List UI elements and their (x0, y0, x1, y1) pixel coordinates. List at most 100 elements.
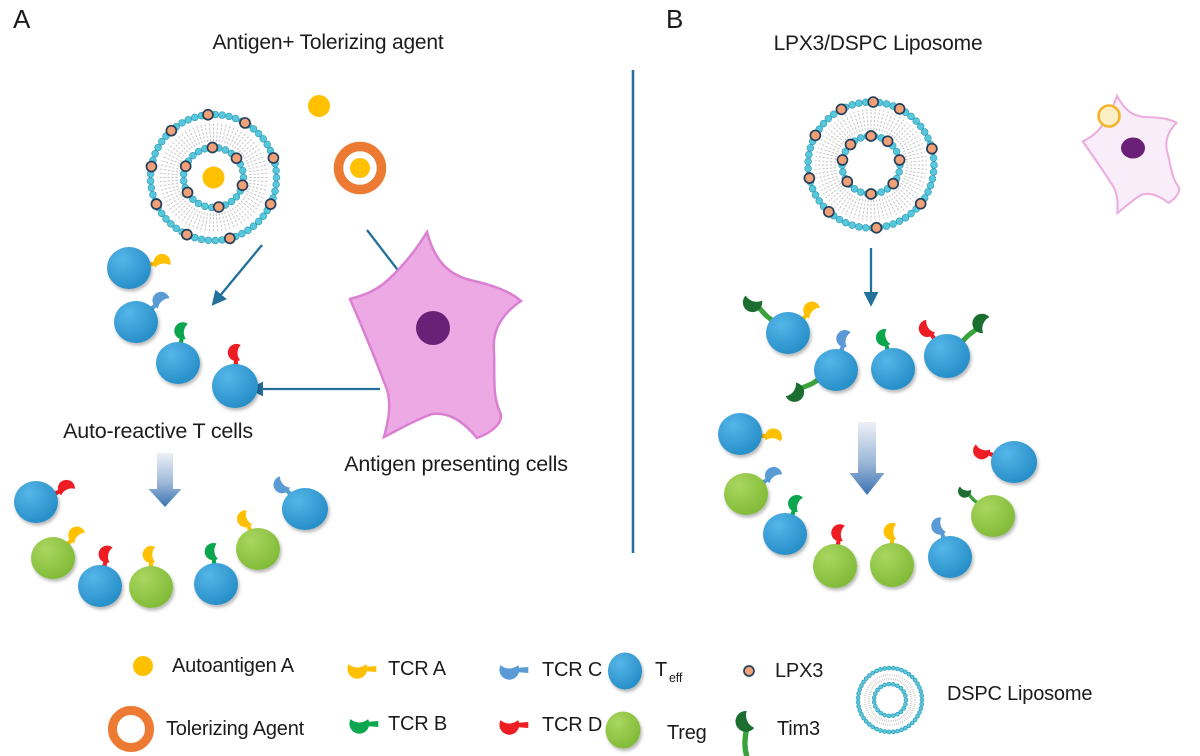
cell-body (971, 495, 1015, 537)
lpx3-dot (893, 103, 906, 115)
lpx3-dot (914, 197, 927, 210)
cell-body (928, 536, 972, 578)
cell-body (605, 711, 641, 749)
t-cell-teff (156, 322, 200, 384)
lpx3-dot (264, 198, 277, 210)
lpx3-dots (145, 108, 280, 245)
t-cell-treg (31, 526, 86, 579)
cell-body (282, 488, 328, 530)
lpx3-dot (867, 96, 880, 108)
cell-body (763, 513, 807, 555)
cell-body (156, 342, 200, 384)
lpx3-dot (865, 188, 877, 200)
cell-body (870, 543, 914, 587)
lpx3-dot (926, 142, 938, 155)
t-cell-teff (973, 441, 1037, 483)
t-cell-teff (763, 494, 807, 555)
cell-body (924, 334, 970, 378)
lpx3-dot (887, 177, 900, 190)
legend-tcr-c-label: TCR C (542, 659, 603, 681)
legend-tim3-label: Tim3 (777, 718, 820, 740)
liposome-antigen-tolerizing (145, 108, 281, 245)
lpx3-dot (145, 160, 158, 173)
legend-lpx3-icon (743, 665, 755, 677)
t-cell-teff (718, 413, 782, 455)
t-cell-teff (742, 295, 821, 354)
legend-tolerizing-icon (108, 706, 154, 752)
lpx3-dot (809, 129, 822, 142)
t-cell-teff (194, 543, 238, 605)
lpx3-dot (267, 152, 280, 164)
t-cell-teff (928, 517, 972, 578)
cell-body (14, 481, 58, 523)
legend-tcr-a-icon (347, 664, 377, 679)
cell-body (194, 563, 238, 605)
t-cell-treg (870, 522, 914, 587)
suppression-arrow-b (849, 422, 885, 495)
faded-antigen-presenting-cell (1081, 93, 1181, 216)
t-cell-teff (78, 545, 122, 607)
lpx3-dot (893, 154, 906, 166)
suppression-arrow-a (148, 453, 182, 507)
apc-nucleus (416, 311, 450, 345)
lpx3-dot (212, 201, 225, 213)
legend-tolerizing-label: Tolerizing Agent (166, 718, 305, 740)
cell-body (212, 364, 258, 408)
panel-b-label: B (666, 4, 684, 34)
free-autoantigen-dot (308, 95, 330, 117)
lpx3-dot (836, 154, 849, 166)
faded-antigen-dot (1097, 104, 1121, 128)
t-cell-teff (273, 476, 328, 530)
auto-reactive-t-cells-label: Auto-reactive T cells (63, 419, 253, 443)
cell-body (236, 528, 280, 570)
cell-body (991, 441, 1037, 483)
lpx3-dot (881, 135, 894, 148)
lpx3-dot (206, 141, 219, 154)
legend-treg-label: Treg (667, 722, 707, 744)
t-cell-treg (724, 466, 783, 515)
antigen-presenting-cells-label: Antigen presenting cells (344, 452, 568, 476)
lpx3-dot (844, 138, 857, 151)
legend-tcr-c-icon (499, 665, 529, 680)
legend-dspc-label: DSPC Liposome (947, 683, 1093, 705)
legend-lpx3-label: LPX3 (775, 660, 824, 682)
lipid-tails (862, 672, 918, 728)
t-cell-teff (212, 343, 258, 408)
t-cell-teff (785, 330, 858, 402)
cell-body (813, 544, 857, 588)
legend-teff-icon (608, 652, 642, 690)
t-cell-teff (114, 291, 170, 343)
autoantigen-in-ring (350, 158, 370, 178)
cell-body (724, 473, 768, 515)
legend-autoantigen-icon (133, 656, 153, 676)
teff-main: T (655, 659, 668, 681)
t-cell-teff (14, 479, 76, 523)
legend-dspc-liposome-icon (855, 665, 925, 735)
cell-body (608, 652, 642, 690)
legend-tcr-b-icon (349, 719, 379, 734)
lpx3-dot (841, 175, 854, 188)
cell-body (107, 247, 151, 289)
lpx3-dot (239, 117, 251, 129)
cell-body (718, 413, 762, 455)
legend-tim3-icon (735, 710, 755, 756)
lpx3-dot (223, 232, 236, 245)
t-cell-teff (107, 247, 171, 289)
liposome-lpx3-dspc (803, 96, 938, 234)
tolerizing-agent (333, 141, 387, 195)
lpx3-dot (165, 124, 178, 137)
lpx3-dot (822, 205, 835, 218)
apc-nucleus (1121, 137, 1145, 159)
arrow-liposome-to-tcells (211, 244, 263, 306)
lpx3-dot (803, 172, 816, 184)
legend-tcr-a-label: TCR A (388, 658, 446, 680)
lpx3-dot (181, 186, 194, 199)
cell-body (114, 301, 158, 343)
cell-body (31, 537, 75, 579)
lpx3-dot (865, 130, 877, 142)
antigen-presenting-cell (348, 228, 524, 440)
legend-tcr-b-label: TCR B (388, 713, 448, 735)
